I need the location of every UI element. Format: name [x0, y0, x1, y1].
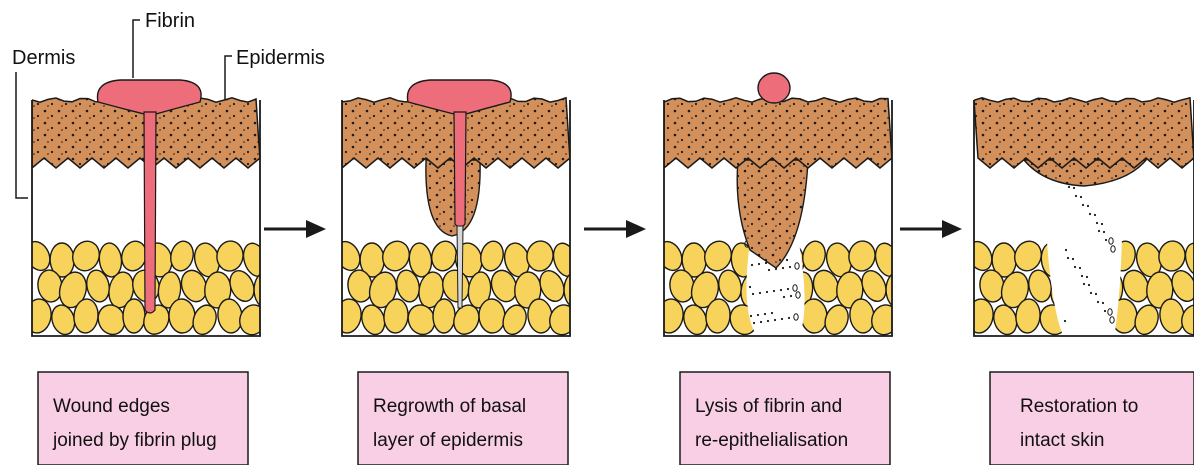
label-epidermis: Epidermis	[236, 47, 325, 69]
caption-3: Lysis of fibrin and re-epithelialisation	[680, 372, 890, 465]
arrow-3	[900, 220, 962, 238]
caption-4-line-1: Restoration to	[1020, 396, 1138, 417]
caption-3-line-1: Lysis of fibrin and	[695, 396, 842, 417]
label-fibrin: Fibrin	[145, 10, 195, 32]
skin-panel-4	[964, 98, 1194, 339]
fibrin-remnant	[758, 73, 790, 103]
skin-panel-3	[654, 73, 911, 338]
skin-panel-2	[332, 80, 589, 338]
arrow-1	[264, 220, 326, 238]
caption-1-line-1: Wound edges	[53, 396, 170, 417]
caption-2: Regrowth of basal layer of epidermis	[358, 372, 568, 465]
caption-2-line-2: layer of epidermis	[373, 430, 523, 451]
arrow-2	[584, 220, 646, 238]
caption-3-line-2: re-epithelialisation	[695, 430, 848, 451]
dermis-leader-line	[16, 72, 28, 198]
caption-2-line-1: Regrowth of basal	[373, 396, 526, 417]
skin-panel-1	[22, 80, 279, 338]
fibrin-leader-line	[133, 20, 140, 78]
caption-4-line-2: intact skin	[1020, 430, 1104, 451]
caption-1: Wound edges joined by fibrin plug	[38, 372, 248, 465]
label-dermis: Dermis	[12, 47, 75, 69]
label-fibrin-group: Fibrin	[133, 10, 195, 78]
caption-4: Restoration to intact skin	[990, 372, 1194, 465]
label-epidermis-group: Epidermis	[225, 47, 325, 106]
caption-1-line-2: joined by fibrin plug	[52, 430, 217, 451]
